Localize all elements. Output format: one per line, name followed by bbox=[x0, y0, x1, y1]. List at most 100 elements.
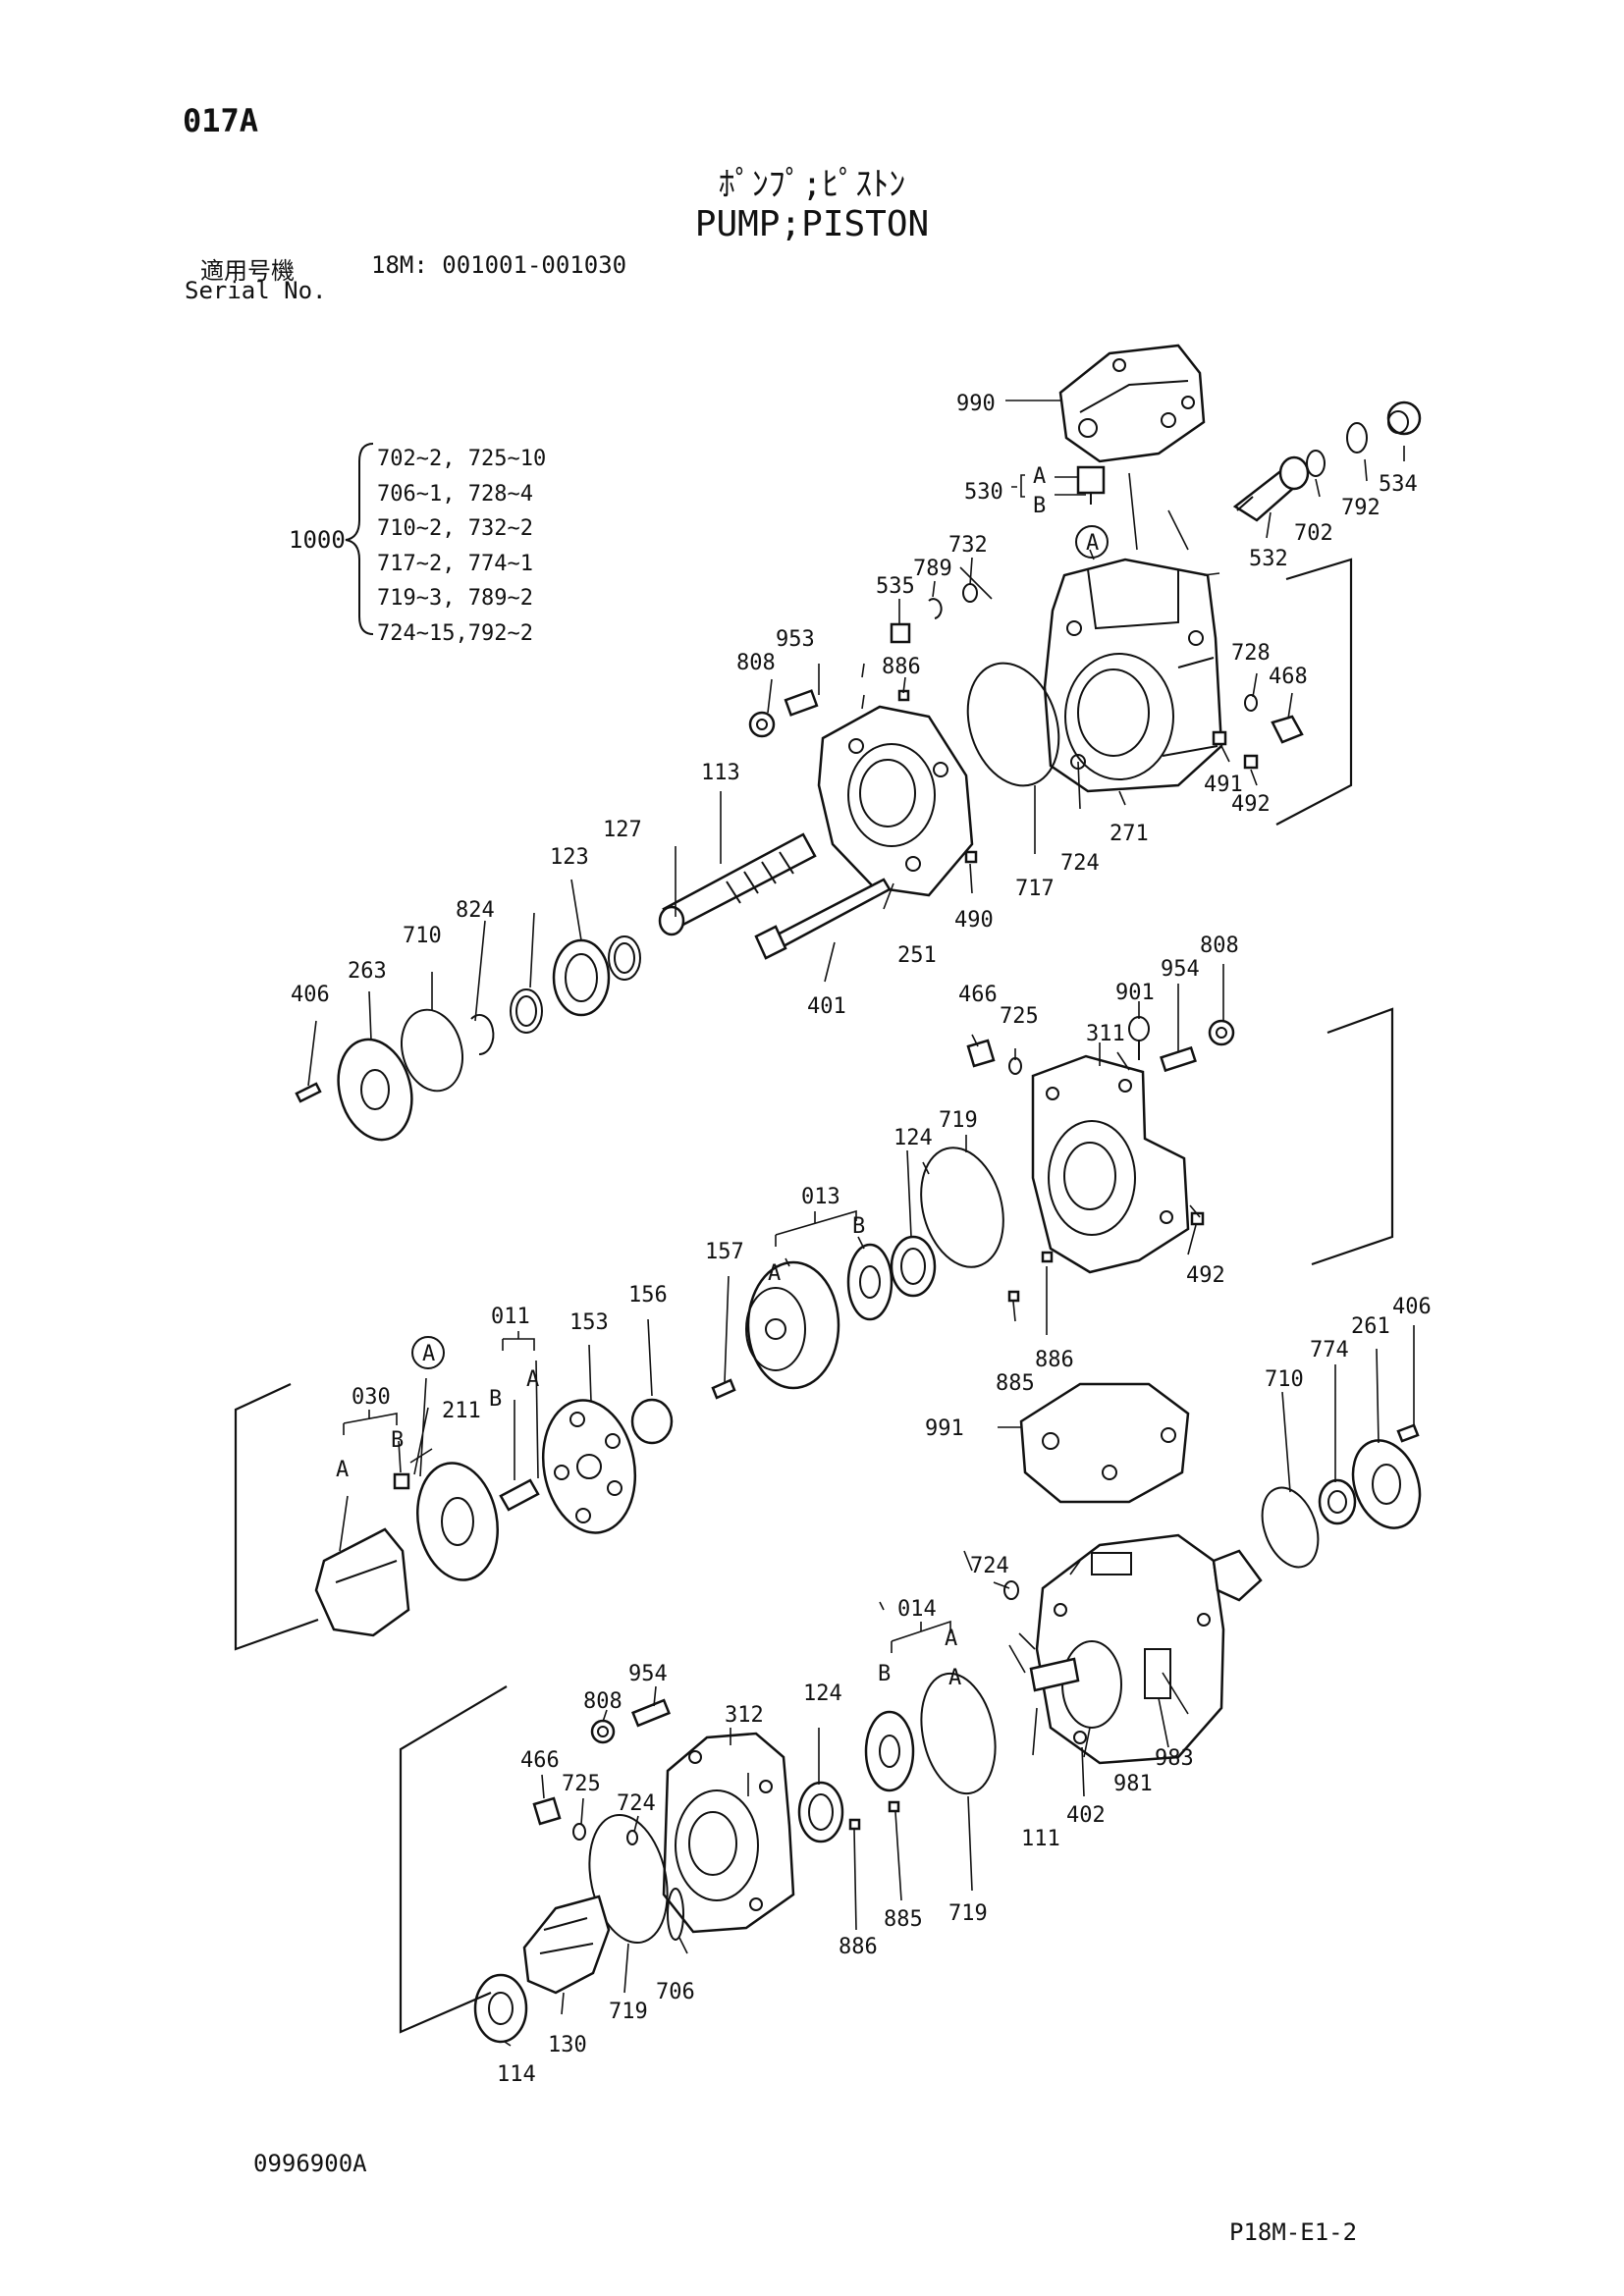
callout-124: 124 bbox=[803, 1682, 842, 1706]
callout-774: 774 bbox=[1310, 1338, 1349, 1362]
part-011-piston bbox=[499, 1478, 540, 1512]
serial-label-english: Serial No. bbox=[185, 277, 327, 304]
callout-013-b: B bbox=[852, 1214, 865, 1239]
part-211-shoe-plate bbox=[416, 1462, 499, 1581]
callout-534: 534 bbox=[1379, 472, 1418, 497]
callout-a-lower: A bbox=[948, 1666, 961, 1690]
part-013-valve-plate bbox=[846, 1243, 893, 1321]
callout-011-a: A bbox=[526, 1367, 539, 1392]
part-124-bearing bbox=[890, 1235, 937, 1298]
callout-156: 156 bbox=[628, 1283, 668, 1308]
callout-724: 724 bbox=[617, 1791, 656, 1816]
part-263-seal-cover bbox=[337, 1038, 413, 1142]
callout-130: 130 bbox=[548, 2033, 587, 2057]
kit-line: 724~15,792~2 bbox=[377, 621, 533, 646]
part-901-eyebolt bbox=[1128, 1016, 1150, 1060]
part-466-plug-2 bbox=[532, 1796, 562, 1826]
callout-402: 402 bbox=[1066, 1803, 1106, 1828]
part-885-pin-2 bbox=[888, 1800, 900, 1813]
callout-030-b: B bbox=[391, 1428, 404, 1453]
part-886-pin-2 bbox=[1041, 1251, 1054, 1263]
callout-886: 886 bbox=[882, 655, 921, 679]
callout-535: 535 bbox=[876, 574, 915, 599]
callout-492: 492 bbox=[1231, 792, 1271, 817]
callout-954: 954 bbox=[628, 1662, 668, 1686]
part-953-screw bbox=[784, 689, 819, 717]
callout-954: 954 bbox=[1161, 957, 1200, 982]
callout-013-a: A bbox=[768, 1261, 781, 1286]
part-954-screw bbox=[1160, 1045, 1197, 1073]
part-491-plug bbox=[1212, 730, 1227, 746]
part-492-plug bbox=[1243, 754, 1259, 770]
callout-885: 885 bbox=[996, 1371, 1035, 1396]
callout-157: 157 bbox=[705, 1240, 744, 1264]
callout-124: 124 bbox=[893, 1126, 933, 1150]
framing-lines bbox=[234, 558, 1394, 2034]
title-english: PUMP;PISTON bbox=[694, 204, 930, 244]
callout-263: 263 bbox=[348, 959, 387, 984]
callout-030: 030 bbox=[352, 1385, 391, 1410]
part-534-plug bbox=[1386, 400, 1422, 436]
callout-725: 725 bbox=[562, 1772, 601, 1796]
part-113-shaft bbox=[658, 832, 817, 936]
callout-728: 728 bbox=[1231, 641, 1271, 666]
callout-466: 466 bbox=[520, 1748, 560, 1773]
callout-251: 251 bbox=[897, 943, 937, 968]
callout-532: 532 bbox=[1249, 547, 1288, 571]
callout-981: 981 bbox=[1113, 1772, 1153, 1796]
callout-901: 901 bbox=[1115, 981, 1155, 1005]
part-401-bolt bbox=[754, 878, 892, 960]
callout-702: 702 bbox=[1294, 521, 1333, 546]
reference-circle-a-left bbox=[411, 1336, 445, 1369]
callout-530-b: B bbox=[1033, 494, 1046, 518]
part-013-cylinder-block bbox=[745, 1260, 840, 1390]
part-312-valve-block bbox=[662, 1732, 795, 1934]
part-468-plug bbox=[1271, 715, 1304, 744]
callout-717: 717 bbox=[1015, 877, 1055, 901]
callout-991: 991 bbox=[925, 1416, 964, 1441]
part-724-oring-2 bbox=[626, 1830, 638, 1845]
callout-530: 530 bbox=[964, 480, 1003, 505]
part-251-support bbox=[817, 705, 974, 897]
callout-724: 724 bbox=[1060, 851, 1100, 876]
callout-127: 127 bbox=[603, 818, 642, 842]
callout-808: 808 bbox=[736, 651, 776, 675]
callout-111: 111 bbox=[1021, 1827, 1060, 1851]
part-774-oil-seal bbox=[1318, 1478, 1357, 1525]
callout-789: 789 bbox=[913, 557, 952, 581]
kit-line: 702~2, 725~10 bbox=[377, 447, 546, 471]
callout-014-a: A bbox=[945, 1627, 957, 1651]
callout-491: 491 bbox=[1204, 773, 1243, 797]
callout-732: 732 bbox=[948, 533, 988, 558]
part-792-ring bbox=[1346, 422, 1368, 454]
reference-markers bbox=[411, 525, 1109, 1369]
callout-011: 011 bbox=[491, 1305, 530, 1329]
callout-468: 468 bbox=[1269, 665, 1308, 689]
part-886-pin-3 bbox=[848, 1818, 861, 1831]
part-732-oring bbox=[962, 583, 978, 603]
serial-range: 18M: 001001-001030 bbox=[371, 251, 627, 279]
callout-011-b: B bbox=[489, 1387, 502, 1412]
part-271-casing bbox=[1043, 558, 1223, 793]
part-717-oring bbox=[966, 662, 1060, 787]
part-311-valve-block bbox=[1031, 1054, 1190, 1274]
callout-710: 710 bbox=[403, 924, 442, 948]
part-725-oring-2 bbox=[572, 1823, 586, 1841]
part-808-nut-2 bbox=[1208, 1019, 1235, 1046]
part-261-seal-cover bbox=[1351, 1439, 1422, 1529]
callout-885: 885 bbox=[884, 1907, 923, 1932]
part-157-spring bbox=[711, 1378, 736, 1400]
leader-lines bbox=[307, 400, 1415, 2047]
callout-123: 123 bbox=[550, 845, 589, 870]
callout-706: 706 bbox=[656, 1980, 695, 2004]
kit-line: 717~2, 774~1 bbox=[377, 552, 533, 576]
part-728-oring bbox=[1244, 694, 1258, 712]
part-710-oring bbox=[401, 1008, 463, 1093]
callout-719: 719 bbox=[609, 2000, 648, 2024]
part-153-plate bbox=[541, 1399, 637, 1534]
callout-a-circle-left: A bbox=[422, 1342, 435, 1366]
part-808-nut bbox=[748, 711, 776, 738]
part-532-piston bbox=[1232, 455, 1310, 522]
part-885-pin bbox=[1007, 1290, 1020, 1303]
part-030-bushing bbox=[393, 1472, 410, 1490]
